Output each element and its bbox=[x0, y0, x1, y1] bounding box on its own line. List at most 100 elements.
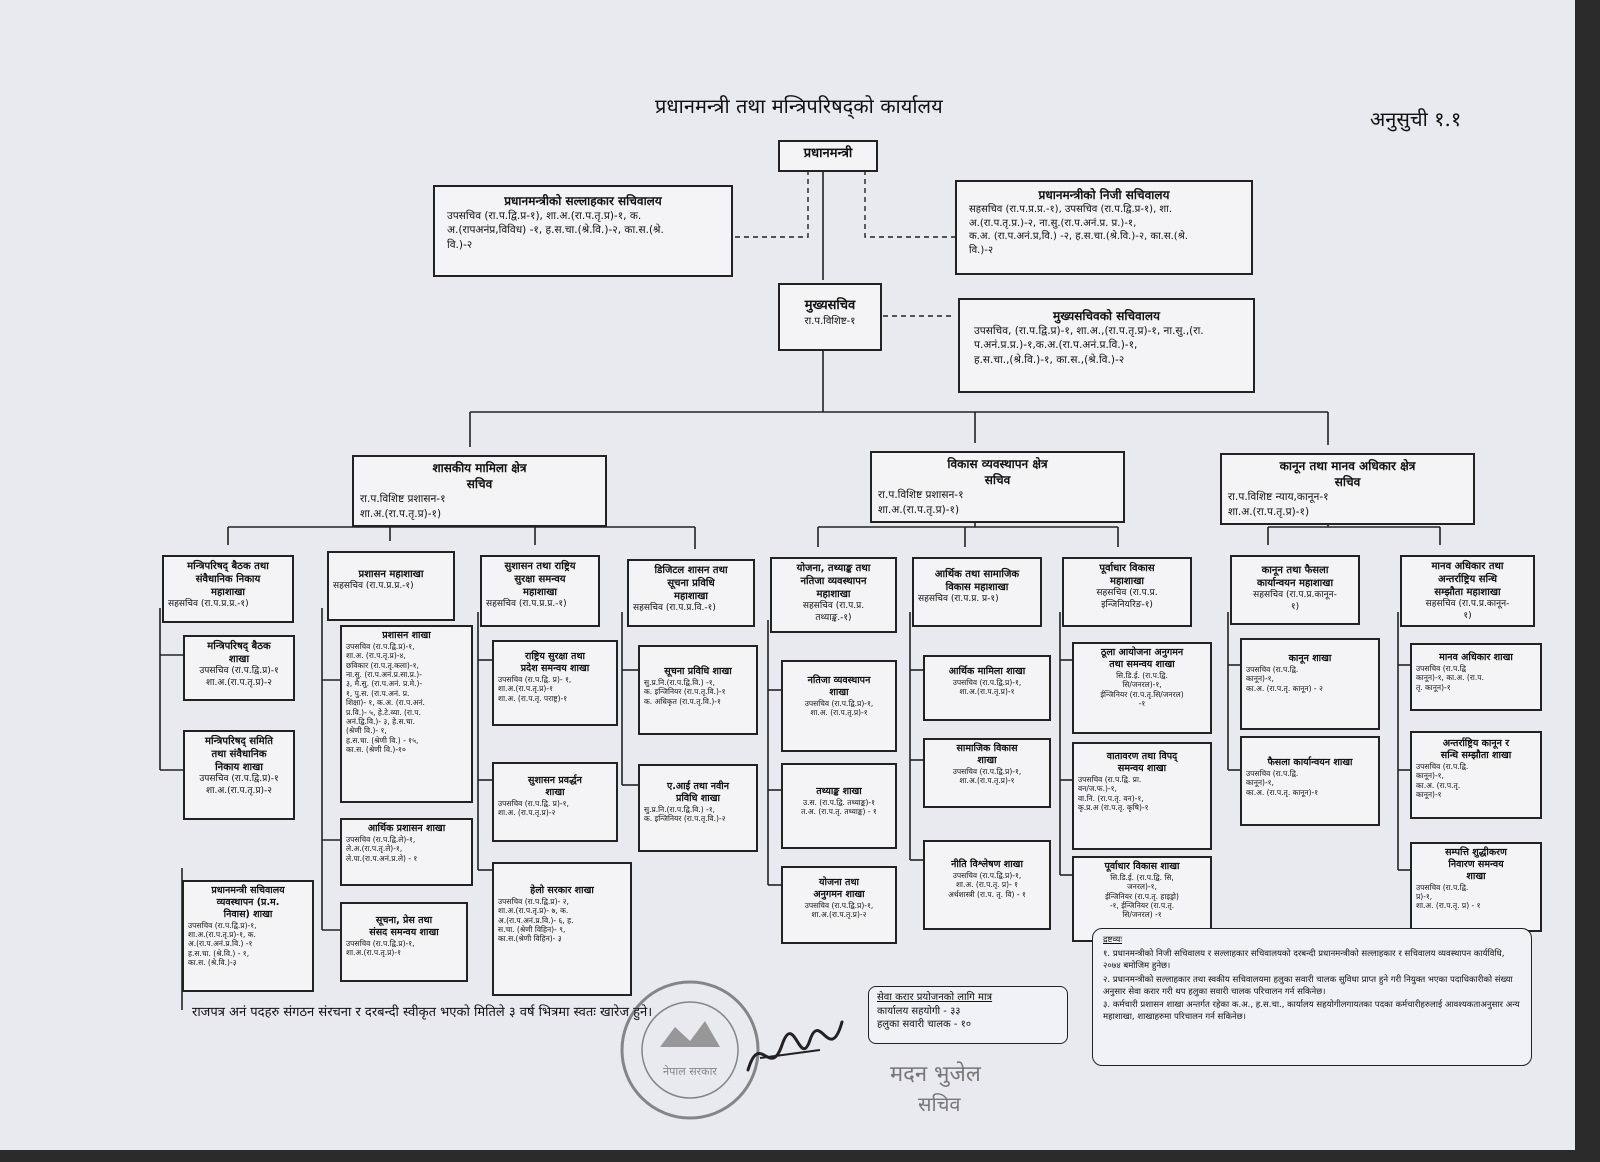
section-law: कानून शाखा उपसचिव (रा.प.द्वि. कानून)-१, … bbox=[1240, 638, 1380, 730]
section-pm-residence: प्रधानमन्त्री सचिवालय व्यवस्थापन (प्र.म.… bbox=[182, 880, 314, 992]
sector-development-box: विकास व्यवस्थापन क्षेत्र सचिव रा.प.विशिष… bbox=[870, 451, 1125, 523]
section-staff: उपसचिव (रा.प.द्वि. कानून)-१, का.अ. (रा.प… bbox=[1246, 768, 1319, 797]
section-administration: प्रशासन शाखा उपसचिव (रा.प.द्वि.प्र)-१, श… bbox=[340, 625, 473, 803]
section-staff: उपसचिव (रा.प.द्वि.प्र)-१, शा.अ. (रा.प.तृ… bbox=[804, 698, 874, 718]
division-head: सहसचिव (रा.प.प्र.कानून- १) bbox=[1253, 590, 1337, 612]
division-title: प्रशासन महाशाखा bbox=[358, 569, 424, 580]
section-environment-disaster: वातावरण तथा विपद् समन्वय शाखा उपसचिव (रा… bbox=[1072, 742, 1212, 850]
section-staff: उपसचिव (रा.प.द्वि.प्र)-१, शा.अ.(रा.प.तृ.… bbox=[346, 938, 415, 958]
section-staff: उपसचिव (रा.प.द्वि.प्र)- २, शा.अ.(रा.प.तृ… bbox=[498, 896, 574, 944]
scan-edge-right bbox=[1575, 0, 1600, 1162]
chief-sec-title: मुख्यसचिवको सचिवालय bbox=[1053, 309, 1160, 323]
section-title: पूर्वाधार विकास शाखा bbox=[1104, 861, 1180, 872]
section-title: प्रशासन शाखा bbox=[382, 630, 431, 641]
official-seal-icon: नेपाल सरकार bbox=[620, 980, 760, 1120]
sector-development-body: रा.प.विशिष्ट प्रशासन-१ शा.अ.(रा.प.तृ.प्र… bbox=[878, 489, 964, 516]
section-information-technology: सूचना प्रविधि शाखा सु.प्र.नि.(रा.प.द्वि.… bbox=[638, 645, 758, 735]
private-title: प्रधानमन्त्रीको निजी सचिवालय bbox=[1038, 188, 1170, 202]
section-staff: सु.प्र.नि.(रा.प.द्वि.वि.) -१, क. इन्जिनि… bbox=[644, 677, 726, 706]
section-infrastructure-development: पूर्वाधार विकास शाखा सि.डि.ई. (रा.प.द्वि… bbox=[1072, 856, 1212, 942]
division-infrastructure: पूर्वाधार विकास महाशाखा सहसचिव (रा.प.प्र… bbox=[1062, 557, 1192, 627]
chief-secretary-box: मुख्यसचिव रा.प.विशिष्ट-१ bbox=[778, 283, 882, 351]
section-staff: उपसचिव (रा.प.द्वि.प्र)-१, शा.अ.(रा.प.तृ.… bbox=[952, 766, 1022, 786]
advisor-title: प्रधानमन्त्रीको सल्लाहकार सचिवालय bbox=[504, 194, 662, 208]
sector-development-title: विकास व्यवस्थापन क्षेत्र सचिव bbox=[947, 457, 1048, 488]
advisor-body: उपसचिव (रा.प.द्वि.प्र-१), शा.अ.(रा.प.तृ.… bbox=[447, 210, 664, 251]
note-item: २. प्रधानमन्त्रीको सल्लाहकार तथा स्वकीय … bbox=[1103, 974, 1513, 997]
sector-law-title: कानून तथा मानव अधिकार क्षेत्र सचिव bbox=[1279, 459, 1416, 490]
section-cabinet-meeting: मन्त्रिपरिषद् बैठक शाखा उपसचिव (रा.प.द्व… bbox=[183, 635, 295, 701]
section-title: ठूला आयोजना अनुगमन तथा समन्वय शाखा bbox=[1100, 647, 1184, 670]
section-staff: उपसचिव (रा.प.द्वि. प्र)- १, शा.अ.(रा.प.त… bbox=[498, 674, 572, 703]
section-staff: उपसचिव (रा.प.द्वि.प्र)-१, शा.अ. (रा.प.तृ… bbox=[346, 641, 425, 754]
section-title: राष्ट्रिय सुरक्षा तथा प्रदेश समन्वय शाखा bbox=[520, 651, 590, 674]
sector-governance-title: शासकीय मामिला क्षेत्र सचिव bbox=[432, 461, 527, 492]
division-head: सहसचिव (रा.प.प्र. तथ्याङ्क.-१) bbox=[802, 601, 865, 623]
section-economic-affairs: आर्थिक मामिला शाखा उपसचिव (रा.प.द्वि.प्र… bbox=[923, 655, 1051, 721]
section-human-rights: मानव अधिकार शाखा उपसचिव (रा.प.द्वि कानून… bbox=[1410, 643, 1542, 711]
division-head: सहसचिव (रा.प.प्र.प्र.-१) bbox=[486, 599, 567, 609]
section-policy-analysis: नीति विश्लेषण शाखा उपसचिव (रा.प.द्वि.प्र… bbox=[923, 840, 1051, 930]
division-head: सहसचिव (रा.प.प्र. प्र-१) bbox=[918, 594, 999, 604]
private-body: सहसचिव (रा.प.प्र.प्र.-१), उपसचिव (रा.प.द… bbox=[969, 204, 1188, 256]
section-staff: उपसचिव (रा.प.द्वि.प्र)-१, शा.अ.(रा.प.तृ.… bbox=[804, 900, 874, 920]
section-anti-money-laundering: सम्पत्ति शुद्धीकरण निवारण समन्वय शाखा उप… bbox=[1410, 842, 1542, 932]
contract-box: सेवा करार प्रयोजनको लागि मात्र कार्यालय … bbox=[868, 986, 1068, 1044]
section-title: नतिजा व्यवस्थापन शाखा bbox=[807, 675, 871, 698]
division-law-judgement: कानून तथा फैसला कार्यान्वयन महाशाखा सहसच… bbox=[1230, 555, 1360, 625]
division-title: योजना, तथ्याङ्क तथा नतिजा व्यवस्थापन महा… bbox=[796, 563, 871, 600]
section-staff: उपसचिव (रा.प.द्वि.प्र)-१, शा.अ.(रा.प.तृ.… bbox=[952, 677, 1022, 697]
section-judgement-execution: फैसला कार्यान्वयन शाखा उपसचिव (रा.प.द्वि… bbox=[1240, 736, 1380, 826]
section-title: ए.आई तथा नवीन प्रविधि शाखा bbox=[666, 781, 730, 804]
note-item: १. प्रधानमन्त्रीको निजी सचिवालय र सल्लाह… bbox=[1103, 948, 1505, 971]
section-information-press: सूचना, प्रेस तथा संसद समन्वय शाखा उपसचिव… bbox=[340, 902, 468, 982]
division-cabinet-meeting: मन्त्रिपरिषद् बैठक तथा संवैधानिक निकाय म… bbox=[162, 555, 294, 623]
notes-box: द्रष्टव्यः १. प्रधानमन्त्रीको निजी सचिवा… bbox=[1092, 928, 1532, 1066]
division-title: मानव अधिकार तथा अन्तर्राष्ट्रिय सन्धि सम… bbox=[1431, 561, 1504, 598]
section-title: सामाजिक विकास शाखा bbox=[956, 743, 1018, 766]
division-title: आर्थिक तथा सामाजिक विकास महाशाखा bbox=[934, 569, 1020, 593]
section-staff: सि.डि.ई. (रा.प.द्वि. सि, जनरल)-१, ईन्जिन… bbox=[1105, 872, 1179, 920]
sector-law-body: रा.प.विशिष्ट न्याय,कानून-१ शा.अ.(रा.प.तृ… bbox=[1228, 491, 1329, 518]
notes-heading: द्रष्टव्यः bbox=[1103, 935, 1123, 945]
division-planning-statistics: योजना, तथ्याङ्क तथा नतिजा व्यवस्थापन महा… bbox=[770, 557, 897, 633]
division-head: सहसचिव (रा.प.प्र. इन्जिनियरिङ-१) bbox=[1096, 588, 1158, 610]
division-head: सहसचिव (रा.प.प्र.प्र.-१) bbox=[333, 581, 414, 591]
section-financial-admin: आर्थिक प्रशासन शाखा उपसचिव (रा.प.द्वि.ले… bbox=[340, 818, 473, 886]
scan-edge-bottom bbox=[0, 1150, 1600, 1162]
section-title: प्रधानमन्त्री सचिवालय व्यवस्थापन (प्र.म.… bbox=[211, 885, 285, 920]
sector-governance-box: शासकीय मामिला क्षेत्र सचिव रा.प.विशिष्ट … bbox=[352, 455, 607, 527]
section-title: सुशासन प्रवर्द्धन शाखा bbox=[528, 775, 582, 798]
sector-governance-body: रा.प.विशिष्ट प्रशासन-१ शा.अ.(रा.प.तृ.प्र… bbox=[360, 493, 446, 520]
page-title: प्रधानमन्त्री तथा मन्त्रिपरिषद्को कार्या… bbox=[655, 94, 943, 118]
section-title: आर्थिक प्रशासन शाखा bbox=[367, 823, 446, 834]
section-staff: उपसचिव (रा.प.द्वि.प्र)-१, शा.अ.(रा.प.तृ.… bbox=[188, 920, 257, 968]
division-digital-governance: डिजिटल शासन तथा सूचना प्रविधि महाशाखा सह… bbox=[627, 559, 755, 627]
division-title: सुशासन तथा राष्ट्रिय सुरक्षा समन्वय महाश… bbox=[504, 561, 576, 598]
sector-law-box: कानून तथा मानव अधिकार क्षेत्र सचिव रा.प.… bbox=[1220, 453, 1475, 525]
section-large-projects: ठूला आयोजना अनुगमन तथा समन्वय शाखा सि.डि… bbox=[1072, 642, 1212, 734]
section-results-management: नतिजा व्यवस्थापन शाखा उपसचिव (रा.प.द्वि.… bbox=[781, 660, 897, 752]
division-head: सहसचिव (रा.प.प्र.प्र.-१) bbox=[168, 599, 249, 609]
section-title: सम्पत्ति शुद्धीकरण निवारण समन्वय शाखा bbox=[1445, 847, 1507, 882]
annex-label: अनुसुची १.१ bbox=[1370, 107, 1462, 131]
section-title: सूचना प्रविधि शाखा bbox=[664, 666, 732, 677]
section-staff: उपसचिव (रा.प.द्वि. कानून)-१, का.अ. (रा.प… bbox=[1416, 761, 1469, 799]
note-item: ३. कर्मचारी प्रशासन शाखा अन्तर्गत रहेका … bbox=[1103, 1000, 1520, 1023]
section-planning-monitoring: योजना तथा अनुगमन शाखा उपसचिव (रा.प.द्वि.… bbox=[781, 866, 897, 944]
advisor-secretariat-box: प्रधानमन्त्रीको सल्लाहकार सचिवालय उपसचिव… bbox=[433, 185, 733, 277]
private-secretariat-box: प्रधानमन्त्रीको निजी सचिवालय सहसचिव (रा.… bbox=[955, 180, 1253, 275]
section-staff: उपसचिव (रा.प.द्वि.प्र)-१ शा.अ.(रा.प.तृ.प… bbox=[199, 666, 279, 688]
section-title: वातावरण तथा विपद् समन्वय शाखा bbox=[1106, 751, 1178, 774]
section-ai-technology: ए.आई तथा नवीन प्रविधि शाखा सु.प्र.नि.(रा… bbox=[638, 764, 758, 852]
division-head: सहसचिव (रा.प.प्र.वि.-१) bbox=[633, 603, 716, 613]
division-title: मन्त्रिपरिषद् बैठक तथा संवैधानिक निकाय म… bbox=[187, 561, 269, 598]
section-title: मन्त्रिपरिषद् बैठक शाखा bbox=[207, 641, 271, 665]
section-title: तथ्याङ्क शाखा bbox=[816, 786, 862, 797]
section-title: अन्तर्राष्ट्रिय कानून र सन्धि सम्झौता शा… bbox=[1440, 738, 1512, 761]
division-human-rights: मानव अधिकार तथा अन्तर्राष्ट्रिय सन्धि सम… bbox=[1400, 555, 1535, 627]
chief-body: रा.प.विशिष्ट-१ bbox=[804, 315, 856, 327]
section-staff: उपसचिव (रा.प.द्वि. कानून)-१, का.अ. (रा.प… bbox=[1246, 664, 1323, 693]
section-staff: उपसचिव (रा.प.द्वि कानून)-१, का.अ. (रा.प.… bbox=[1416, 663, 1484, 692]
